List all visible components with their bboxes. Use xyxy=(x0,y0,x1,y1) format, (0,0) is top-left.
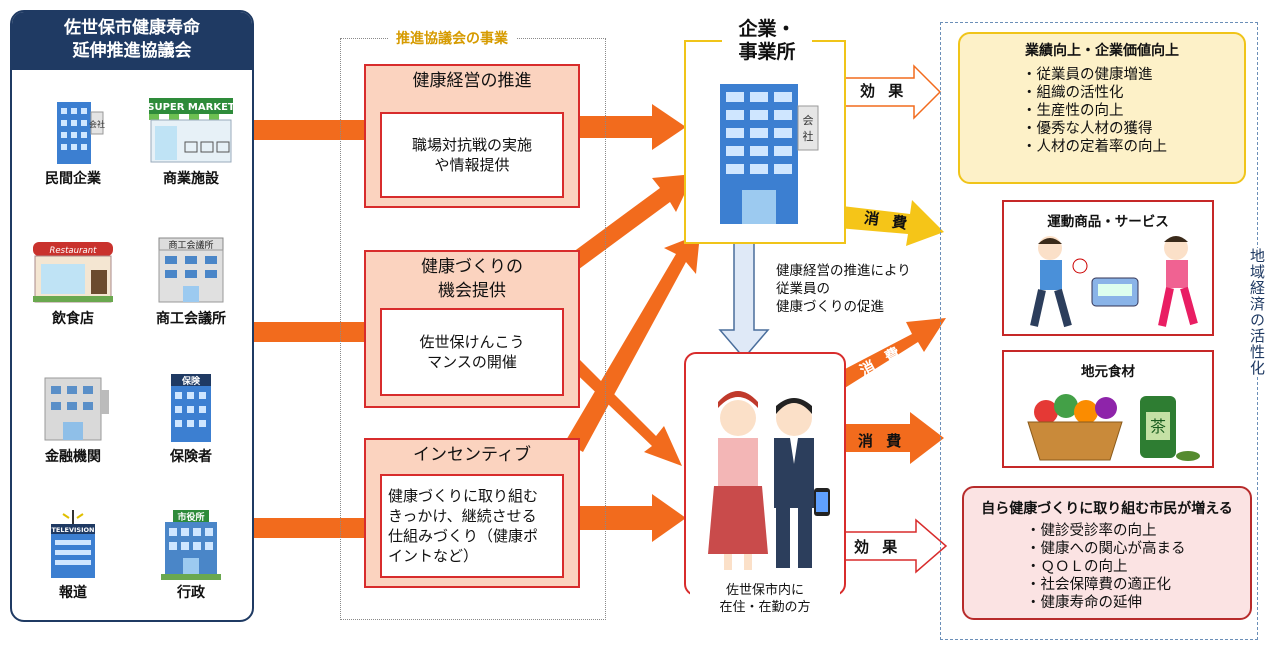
program-detail: 健康づくりに取り組む きっかけ、継続させる 仕組みづくり（健康ポ イントなど） xyxy=(380,474,564,578)
restaurant-icon: Restaurant xyxy=(33,234,113,306)
svg-text:商工会議所: 商工会議所 xyxy=(168,239,213,251)
svg-text:SUPER MARKET: SUPER MARKET xyxy=(147,102,235,113)
program-detail: 職場対抗戦の実施 や情報提供 xyxy=(380,112,564,198)
sports-products-title: 運動商品・サービス xyxy=(1047,214,1169,230)
arrow-company-to-residents xyxy=(718,239,770,360)
active-citizens-item: ・ＱＯＬの向上 xyxy=(1026,559,1128,575)
residents-consumption-label: 消 費 xyxy=(858,432,906,450)
svg-text:会社: 会社 xyxy=(89,119,105,129)
residents-label: 佐世保市内に 在住・在勤の方 xyxy=(690,582,840,616)
programs-title: 推進協議会の事業 xyxy=(388,28,516,48)
company-title: 企業・ 事業所 xyxy=(722,18,812,64)
promotion-note: 健康経営の推進により 従業員の 健康づくりの促進 xyxy=(776,263,911,315)
program-health-management: 健康経営の推進 職場対抗戦の実施 や情報提供 xyxy=(364,64,580,208)
residents-people-icon xyxy=(700,378,836,578)
business-results-item: ・生産性の向上 xyxy=(1022,103,1124,119)
business-results-box: 業績向上・企業価値向上 ・従業員の健康増進 ・組織の活性化 ・生産性の向上 ・優… xyxy=(958,32,1246,184)
local-food-box: 地元食材 茶 xyxy=(1002,350,1214,468)
svg-text:Restaurant: Restaurant xyxy=(50,246,98,256)
arrow-program2-to-company xyxy=(565,174,694,272)
member-financial-institution: 金融機関 xyxy=(18,372,128,466)
business-results-item: ・人材の定着率の向上 xyxy=(1022,139,1167,155)
business-results-item: ・従業員の健康増進 xyxy=(1022,67,1153,83)
arrow-council-to-program-1 xyxy=(254,120,366,140)
member-chamber-of-commerce: 商工会議所 商工会議所 xyxy=(136,234,246,328)
supermarket-icon: SUPER MARKET xyxy=(147,94,235,166)
svg-text:保険: 保険 xyxy=(181,375,201,387)
arrow-program1-to-company xyxy=(578,104,686,150)
svg-text:社: 社 xyxy=(803,129,814,143)
arrow-residents-consumption-up xyxy=(824,318,946,396)
program-detail: 佐世保けんこう マンスの開催 xyxy=(380,308,564,396)
active-citizens-box: 自ら健康づくりに取り組む市民が増える ・健診受診率の向上 ・健康への関心が高まる… xyxy=(962,486,1252,620)
active-citizens-item: ・健康寿命の延伸 xyxy=(1026,595,1142,611)
arrow-residents-consumption xyxy=(828,412,944,464)
insurer-building-icon: 保険 xyxy=(151,372,231,444)
svg-text:茶: 茶 xyxy=(1150,417,1166,436)
program-heading: インセンティブ xyxy=(413,445,531,465)
arrow-program2-to-residents xyxy=(566,352,682,466)
member-private-company: 会社 民間企業 xyxy=(18,94,128,188)
member-commercial-facility: SUPER MARKET 商業施設 xyxy=(136,94,246,188)
active-citizens-item: ・健診受診率の向上 xyxy=(1026,523,1157,539)
company-box: 会 社 xyxy=(684,40,846,244)
council-title: 佐世保市健康寿命 延伸推進協議会 xyxy=(12,12,252,70)
local-food-title: 地元食材 xyxy=(1081,364,1135,380)
sports-products-box: 運動商品・サービス xyxy=(1002,200,1214,336)
program-heading: 健康づくりの 機会提供 xyxy=(421,257,523,301)
member-insurer: 保険 保険者 xyxy=(136,372,246,466)
business-results-item: ・優秀な人材の獲得 xyxy=(1022,121,1153,137)
active-citizens-title: 自ら健康づくりに取り組む市民が増える xyxy=(981,501,1233,517)
svg-text:TELEVISION: TELEVISION xyxy=(52,526,95,534)
program-health-opportunity: 健康づくりの 機会提供 佐世保けんこう マンスの開催 xyxy=(364,250,580,408)
company-effect-label: 効 果 xyxy=(860,82,908,100)
program-incentive: インセンティブ 健康づくりに取り組む きっかけ、継続させる 仕組みづくり（健康ポ… xyxy=(364,438,580,588)
residents-effect-label: 効 果 xyxy=(854,538,902,556)
chamber-of-commerce-icon: 商工会議所 xyxy=(151,234,231,306)
arrow-company-consumption xyxy=(838,200,944,246)
program-heading: 健康経営の推進 xyxy=(412,71,532,91)
business-results-item: ・組織の活性化 xyxy=(1022,85,1124,101)
svg-text:市役所: 市役所 xyxy=(177,511,204,523)
member-press: TELEVISION 報道 xyxy=(18,508,128,602)
active-citizens-item: ・健康への関心が高まる xyxy=(1026,541,1186,557)
vegetable-basket-icon: 茶 xyxy=(1022,382,1202,470)
svg-text:会: 会 xyxy=(803,114,814,127)
office-building-icon: 会社 xyxy=(33,94,113,166)
council-panel: 佐世保市健康寿命 延伸推進協議会 会社 民間企業 SUPER MARKET xyxy=(10,10,254,622)
active-citizens-item: ・社会保障費の適正化 xyxy=(1026,577,1171,593)
member-administration: 市役所 行政 xyxy=(136,508,246,602)
business-results-title: 業績向上・企業価値向上 xyxy=(1025,43,1179,59)
runners-icon xyxy=(1024,230,1200,336)
tv-station-icon: TELEVISION xyxy=(33,508,113,580)
residents-box xyxy=(684,352,846,596)
city-hall-icon: 市役所 xyxy=(151,508,231,580)
bank-icon xyxy=(33,372,113,444)
regional-economy-label: 地域経済の活性化 xyxy=(1248,248,1268,376)
company-building-icon: 会 社 xyxy=(712,80,822,234)
arrow-council-to-program-3 xyxy=(254,518,366,538)
member-restaurant: Restaurant 飲食店 xyxy=(18,234,128,328)
arrow-program3-to-company xyxy=(565,234,700,452)
arrow-council-to-program-2 xyxy=(254,322,366,342)
